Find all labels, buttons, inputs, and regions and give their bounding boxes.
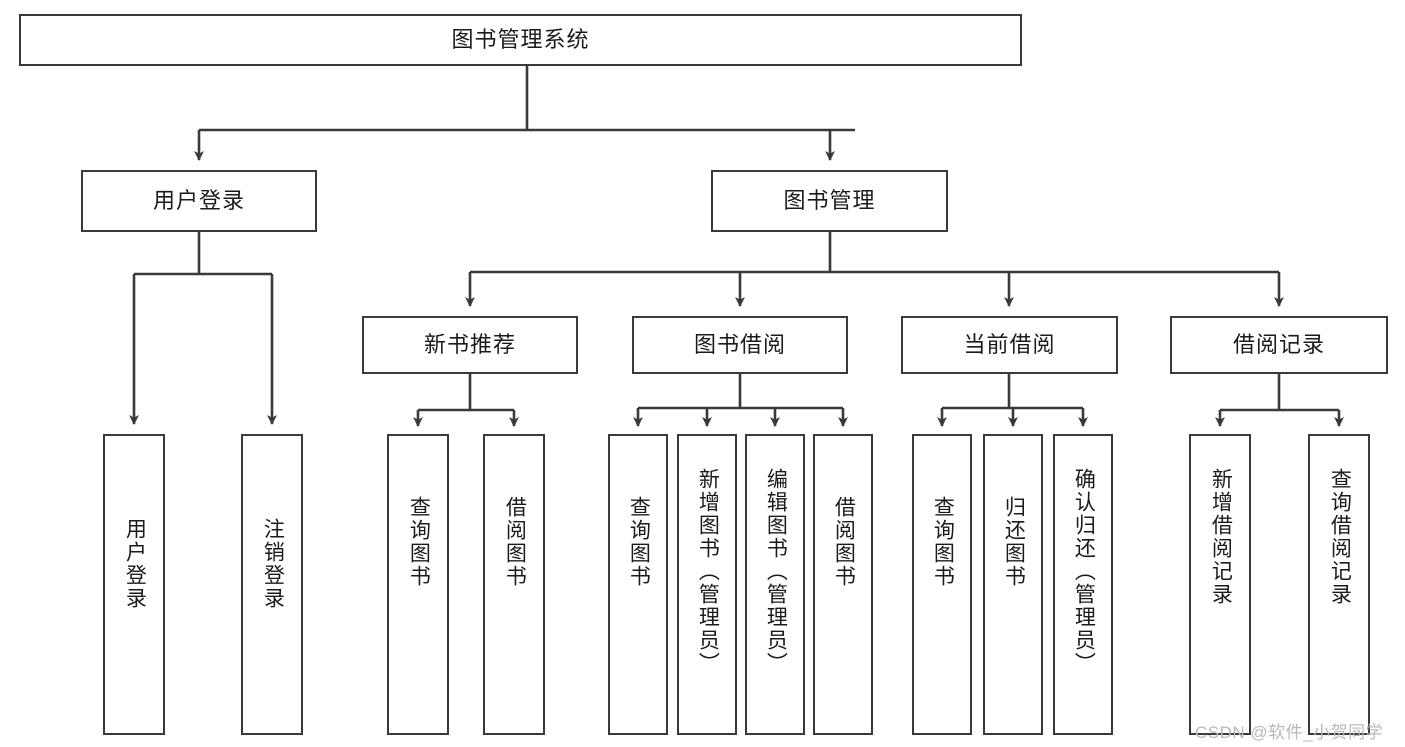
node-leaf-borrow-book-2[interactable]: 借阅图书 (813, 434, 873, 735)
node-borrow-record[interactable]: 借阅记录 (1170, 316, 1388, 374)
node-book-manage-label: 图书管理 (783, 187, 876, 213)
node-leaf-return-book[interactable]: 归还图书 (983, 434, 1043, 735)
node-leaf-query-book-2-label: 查询图书 (627, 496, 651, 588)
node-user-login-label: 用户登录 (152, 187, 245, 213)
node-leaf-borrow-book-1-label: 借阅图书 (503, 496, 527, 588)
node-leaf-query-book-3-label: 查询图书 (931, 496, 955, 588)
node-root-system[interactable]: 图书管理系统 (19, 14, 1022, 66)
node-leaf-add-book[interactable]: 新增图书（管理员） (677, 434, 737, 735)
node-current-borrow-label: 当前借阅 (963, 331, 1056, 357)
node-leaf-query-book-2[interactable]: 查询图书 (608, 434, 668, 735)
node-leaf-confirm-return-label: 确认归还（管理员） (1072, 468, 1096, 675)
node-new-book-rec-label: 新书推荐 (423, 331, 516, 357)
node-leaf-user-logout-label: 注销登录 (261, 518, 285, 610)
node-leaf-query-record[interactable]: 查询借阅记录 (1308, 434, 1370, 735)
node-root-label: 图书管理系统 (451, 26, 590, 52)
node-new-book-rec[interactable]: 新书推荐 (362, 316, 578, 374)
node-leaf-query-book-1-label: 查询图书 (407, 496, 431, 588)
node-book-borrow-label: 图书借阅 (693, 331, 786, 357)
node-current-borrow[interactable]: 当前借阅 (901, 316, 1118, 374)
node-book-borrow[interactable]: 图书借阅 (632, 316, 848, 374)
node-book-manage[interactable]: 图书管理 (711, 170, 948, 232)
node-leaf-add-book-label: 新增图书（管理员） (696, 468, 720, 675)
node-leaf-user-login-label: 用户登录 (123, 518, 147, 610)
node-leaf-query-book-1[interactable]: 查询图书 (387, 434, 449, 735)
node-leaf-user-login[interactable]: 用户登录 (103, 434, 165, 735)
node-borrow-record-label: 借阅记录 (1232, 331, 1325, 357)
node-leaf-confirm-return[interactable]: 确认归还（管理员） (1053, 434, 1113, 735)
node-leaf-borrow-book-1[interactable]: 借阅图书 (483, 434, 545, 735)
csdn-watermark: CSDN @软件_小贺同学 (1195, 723, 1384, 742)
node-leaf-edit-book[interactable]: 编辑图书（管理员） (745, 434, 805, 735)
node-leaf-borrow-book-2-label: 借阅图书 (832, 496, 856, 588)
node-leaf-add-record[interactable]: 新增借阅记录 (1189, 434, 1251, 735)
node-leaf-query-record-label: 查询借阅记录 (1328, 468, 1352, 606)
node-leaf-user-logout[interactable]: 注销登录 (241, 434, 303, 735)
node-leaf-edit-book-label: 编辑图书（管理员） (764, 468, 788, 675)
node-leaf-add-record-label: 新增借阅记录 (1209, 468, 1233, 606)
node-leaf-query-book-3[interactable]: 查询图书 (912, 434, 972, 735)
node-user-login[interactable]: 用户登录 (81, 170, 317, 232)
node-leaf-return-book-label: 归还图书 (1002, 496, 1026, 588)
